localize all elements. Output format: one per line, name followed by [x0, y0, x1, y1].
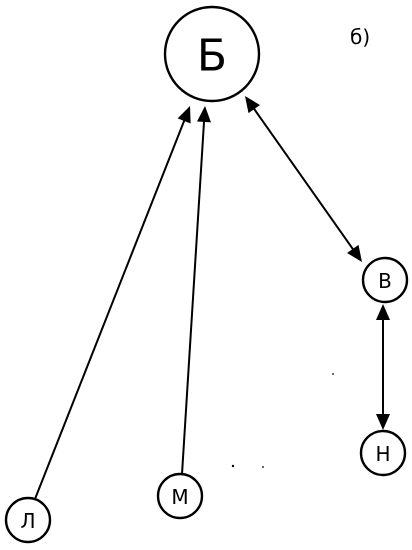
- node-b-big-circle: [163, 5, 261, 103]
- node-v-circle: [361, 256, 409, 304]
- edge-v-to-n-arrowhead-back: [376, 304, 390, 320]
- node-v-label: В: [378, 269, 392, 293]
- node-b-big-label: Б: [197, 31, 227, 82]
- node-v: В: [361, 256, 409, 304]
- edge-v-to-n-arrowhead: [376, 414, 390, 430]
- speck: [262, 466, 264, 468]
- node-m: М: [156, 472, 204, 520]
- node-l: Л: [4, 496, 52, 544]
- node-l-circle: [4, 496, 52, 544]
- speck: [332, 373, 334, 375]
- edge-b-big-to-v-line: [252, 106, 355, 252]
- node-n-circle: [359, 429, 407, 477]
- edges-layer: [34, 96, 390, 500]
- edge-m-to-b-big-line: [181, 119, 206, 475]
- node-m-label: М: [171, 485, 188, 509]
- edge-b-big-to-v-arrowhead: [347, 244, 362, 262]
- edge-l-to-b-big-line: [34, 118, 186, 500]
- node-m-circle: [156, 472, 204, 520]
- edge-b-big-to-v-arrowhead-back: [245, 96, 260, 114]
- edge-l-to-b-big-arrowhead: [177, 106, 191, 124]
- scan-specks: [231, 373, 334, 468]
- node-l-label: Л: [20, 509, 35, 533]
- node-n-label: Н: [375, 442, 390, 466]
- panel-label: б): [350, 25, 370, 49]
- node-b-big: Б: [163, 5, 261, 103]
- speck: [231, 464, 235, 468]
- edge-m-to-b-big-arrowhead: [197, 106, 211, 123]
- node-n: Н: [359, 429, 407, 477]
